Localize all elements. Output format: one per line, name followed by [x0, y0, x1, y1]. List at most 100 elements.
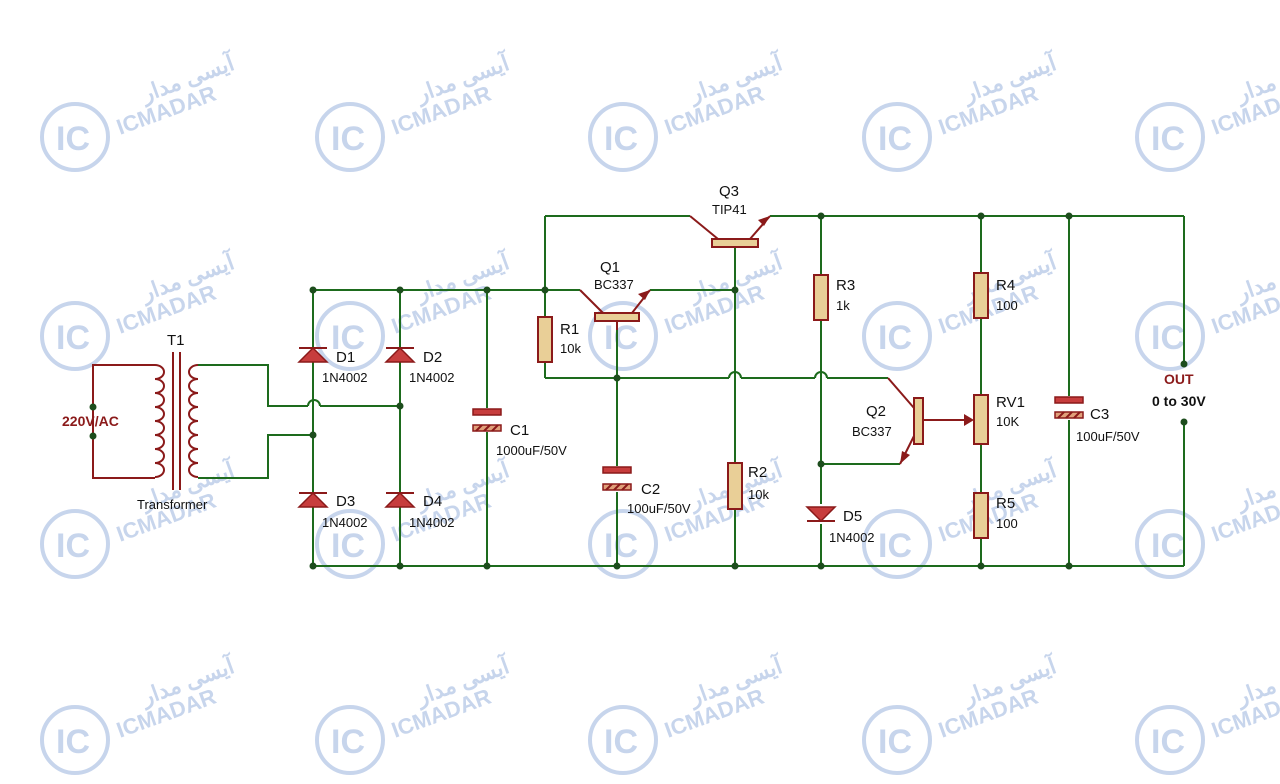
diode-d2-value: 1N4002	[409, 370, 455, 385]
resistor-r1-value: 10k	[560, 341, 581, 356]
output-range: 0 to 30V	[1152, 393, 1206, 409]
watermark-logo-letters: IC	[56, 527, 90, 565]
junctions	[309, 212, 1073, 570]
watermark-ring-icon	[40, 509, 110, 579]
potentiometer-rv1: RV1 10K	[926, 394, 1025, 445]
diode-d4: D4 1N4002	[384, 491, 455, 530]
resistor-r5-value: 100	[996, 516, 1018, 531]
watermark-logo-letters: IC	[604, 527, 638, 565]
wiring	[92, 215, 1185, 567]
diode-d4-ref: D4	[423, 493, 442, 510]
watermark-ring-icon	[862, 102, 932, 172]
watermark-logo-letters: IC	[331, 319, 365, 357]
resistor-r3-value: 1k	[836, 298, 850, 313]
resistor-r1-ref: R1	[560, 321, 579, 338]
potentiometer-ref: RV1	[996, 394, 1025, 411]
watermark-logo-letters: IC	[604, 723, 638, 761]
diode-d5-value: 1N4002	[829, 530, 875, 545]
diode-d3-ref: D3	[336, 493, 355, 510]
watermark-ring-icon	[1135, 102, 1205, 172]
diode-d1: D1 1N4002	[297, 346, 368, 385]
resistor-r3: R3 1k	[813, 274, 855, 321]
transistor-q1: Q1 BC337	[579, 259, 651, 330]
watermark-logo-letters: IC	[1151, 723, 1185, 761]
watermark-logo-letters: IC	[56, 120, 90, 158]
watermark-logo-letters: IC	[878, 120, 912, 158]
capacitor-c2-ref: C2	[641, 481, 660, 498]
resistor-r2: R2 10k	[727, 462, 769, 510]
capacitor-c1-ref: C1	[510, 422, 529, 439]
watermark-ring-icon	[862, 705, 932, 775]
resistor-r5: R5 100	[973, 492, 1018, 539]
ac-input: 220V/AC	[62, 403, 119, 440]
ac-input-label: 220V/AC	[62, 413, 119, 429]
watermark-logo-letters: IC	[878, 527, 912, 565]
diode-d5: D5 1N4002	[805, 506, 875, 545]
watermark-logo-letters: IC	[56, 723, 90, 761]
watermark-logo-letters: IC	[1151, 527, 1185, 565]
output-label: OUT	[1164, 371, 1194, 387]
watermark-logo-letters: IC	[878, 319, 912, 357]
watermark-logo-letters: IC	[331, 723, 365, 761]
watermark-ring-icon	[1135, 301, 1205, 371]
watermark-logo-letters: IC	[331, 527, 365, 565]
potentiometer-value: 10K	[996, 414, 1019, 429]
diode-d3-value: 1N4002	[322, 515, 368, 530]
output-terminal: OUT 0 to 30V	[1152, 360, 1206, 426]
capacitor-c1-value: 1000uF/50V	[496, 443, 567, 458]
transformer-t1: T1 Transformer	[137, 332, 208, 512]
resistor-r4: R4 100	[973, 272, 1018, 319]
watermark-ring-icon	[588, 301, 658, 371]
watermark-ring-icon	[588, 102, 658, 172]
resistor-r4-value: 100	[996, 298, 1018, 313]
capacitor-c1: C1 1000uF/50V	[472, 408, 567, 458]
resistor-r5-ref: R5	[996, 495, 1015, 512]
watermark-ring-icon	[1135, 509, 1205, 579]
watermark-ring-icon	[315, 509, 385, 579]
resistor-r2-value: 10k	[748, 487, 769, 502]
diode-d1-value: 1N4002	[322, 370, 368, 385]
watermark-logo-letters: IC	[331, 120, 365, 158]
resistor-r3-ref: R3	[836, 277, 855, 294]
watermark-logo-letters: IC	[604, 120, 638, 158]
watermark-ring-icon	[315, 301, 385, 371]
transformer-name: Transformer	[137, 497, 208, 512]
resistor-r4-ref: R4	[996, 277, 1015, 294]
watermark-ring-icon	[862, 509, 932, 579]
diode-d1-ref: D1	[336, 349, 355, 366]
watermark-ring-icon	[588, 509, 658, 579]
transistor-q1-ref: Q1	[600, 259, 620, 276]
watermark-ring-icon	[588, 705, 658, 775]
watermark-logo-letters: IC	[1151, 319, 1185, 357]
transformer-ref: T1	[167, 332, 185, 349]
transistor-q1-value: BC337	[594, 277, 634, 292]
watermark-ring-icon	[315, 705, 385, 775]
resistor-r1: R1 10k	[537, 316, 581, 363]
transistor-q3-ref: Q3	[719, 183, 739, 200]
resistor-r2-ref: R2	[748, 464, 767, 481]
capacitor-c3-value: 100uF/50V	[1076, 429, 1140, 444]
capacitor-c3-ref: C3	[1090, 406, 1109, 423]
watermark-ring-icon	[862, 301, 932, 371]
watermark-logo-letters: IC	[604, 319, 638, 357]
diode-d5-ref: D5	[843, 508, 862, 525]
transistor-q2: Q2 BC337	[852, 377, 928, 465]
watermark-ring-icon	[1135, 705, 1205, 775]
watermark-logo-letters: IC	[56, 319, 90, 357]
watermark-logo-letters: IC	[1151, 120, 1185, 158]
diode-d3: D3 1N4002	[297, 491, 368, 530]
capacitor-c2: C2 100uF/50V	[602, 466, 691, 516]
watermark-ring-icon	[315, 102, 385, 172]
capacitor-c3: C3 100uF/50V	[1054, 396, 1140, 444]
diode-d4-value: 1N4002	[409, 515, 455, 530]
